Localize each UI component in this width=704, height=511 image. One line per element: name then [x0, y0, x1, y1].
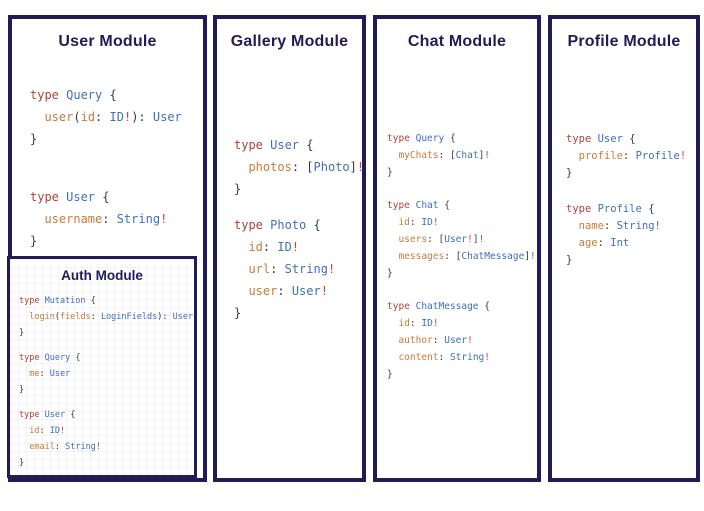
code-line: type Chat {	[387, 200, 450, 211]
code-line: email: String!	[29, 442, 101, 452]
code-line: }	[19, 328, 25, 338]
module-title-gallery: Gallery Module	[230, 33, 349, 50]
code-line: name: String!	[578, 220, 661, 232]
code-line: }	[19, 385, 25, 395]
code-line: type Profile {	[566, 203, 655, 215]
type-definition: type Profile { name: String! age: Int}	[566, 201, 696, 269]
code-line: login(fields: LoginFields): User	[29, 312, 194, 322]
code-line: age: Int	[578, 237, 630, 249]
code-line: type Photo {	[234, 218, 321, 232]
code-line: type User {	[234, 138, 314, 152]
code-snippet-auth: type Mutation { login(fields: LoginField…	[19, 293, 194, 471]
code-line: type Query {	[30, 88, 117, 102]
code-line: user: User!	[248, 284, 328, 298]
code-line: messages: [ChatMessage]!	[398, 251, 536, 262]
module-title-chat: Chat Module	[407, 33, 507, 50]
code-line: type User {	[19, 410, 76, 420]
code-line: me: User	[29, 369, 71, 379]
code-line: type ChatMessage {	[387, 301, 490, 312]
code-line: type Mutation {	[19, 296, 96, 306]
type-definition: type Mutation { login(fields: LoginField…	[19, 293, 194, 341]
module-card-chat: Chat Module type Query { myChats: [Chat]…	[373, 15, 541, 482]
code-line: id: ID!	[398, 318, 439, 329]
code-snippet-user: type Query { user(id: ID!): User}type Us…	[30, 84, 203, 252]
type-definition: type User { photos: [Photo]!}	[234, 134, 365, 200]
code-line: type User {	[30, 190, 110, 204]
code-line: profile: Profile!	[578, 150, 687, 162]
code-line: }	[566, 254, 573, 266]
code-line: }	[387, 369, 393, 380]
module-card-auth: Auth Module type Mutation { login(fields…	[7, 256, 197, 478]
code-line: }	[234, 306, 242, 320]
code-line: user(id: ID!): User	[44, 110, 182, 124]
type-definition: type Query { me: User}	[19, 350, 194, 398]
module-title-auth: Auth Module	[61, 268, 143, 283]
code-line: type Query {	[387, 133, 456, 144]
code-snippet-chat: type Query { myChats: [Chat]!}type Chat …	[387, 130, 537, 383]
code-line: author: User!	[398, 335, 473, 346]
code-snippet-gallery: type User { photos: [Photo]!}type Photo …	[234, 134, 365, 324]
type-definition: type Photo { id: ID! url: String! user: …	[234, 214, 362, 324]
code-line: type Query {	[19, 353, 81, 363]
code-line: }	[19, 458, 25, 468]
module-title-user: User Module	[58, 33, 157, 50]
module-card-profile: Profile Module type User { profile: Prof…	[548, 15, 700, 482]
type-definition: type ChatMessage { id: ID! author: User!…	[387, 298, 537, 383]
code-line: id: ID!	[248, 240, 300, 254]
code-line: content: String!	[398, 352, 491, 363]
code-line: }	[387, 167, 393, 178]
code-line: url: String!	[248, 262, 336, 276]
code-line: id: ID!	[29, 426, 66, 436]
code-line: photos: [Photo]!	[248, 160, 365, 174]
code-line: type User {	[566, 133, 636, 145]
type-definition: type User { username: String!}	[30, 186, 203, 252]
code-line: }	[30, 132, 38, 146]
code-snippet-profile: type User { profile: Profile!}type Profi…	[566, 131, 696, 269]
code-line: id: ID!	[398, 217, 439, 228]
type-definition: type Query { user(id: ID!): User}	[30, 84, 203, 150]
module-card-user: User Module type Query { user(id: ID!): …	[7, 15, 207, 482]
code-line: }	[566, 167, 573, 179]
type-definition: type Chat { id: ID! users: [User!]! mess…	[387, 197, 537, 282]
type-definition: type Query { myChats: [Chat]!}	[387, 130, 537, 181]
code-line: }	[387, 268, 393, 279]
code-line: users: [User!]!	[398, 234, 485, 245]
module-card-gallery: Gallery Module type User { photos: [Phot…	[213, 15, 366, 482]
module-title-profile: Profile Module	[567, 33, 681, 50]
type-definition: type User { id: ID! email: String!}	[19, 407, 194, 471]
code-line: }	[30, 234, 38, 248]
code-line: username: String!	[44, 212, 168, 226]
code-line: myChats: [Chat]!	[398, 150, 491, 161]
type-definition: type User { profile: Profile!}	[566, 131, 696, 182]
code-line: }	[234, 182, 242, 196]
